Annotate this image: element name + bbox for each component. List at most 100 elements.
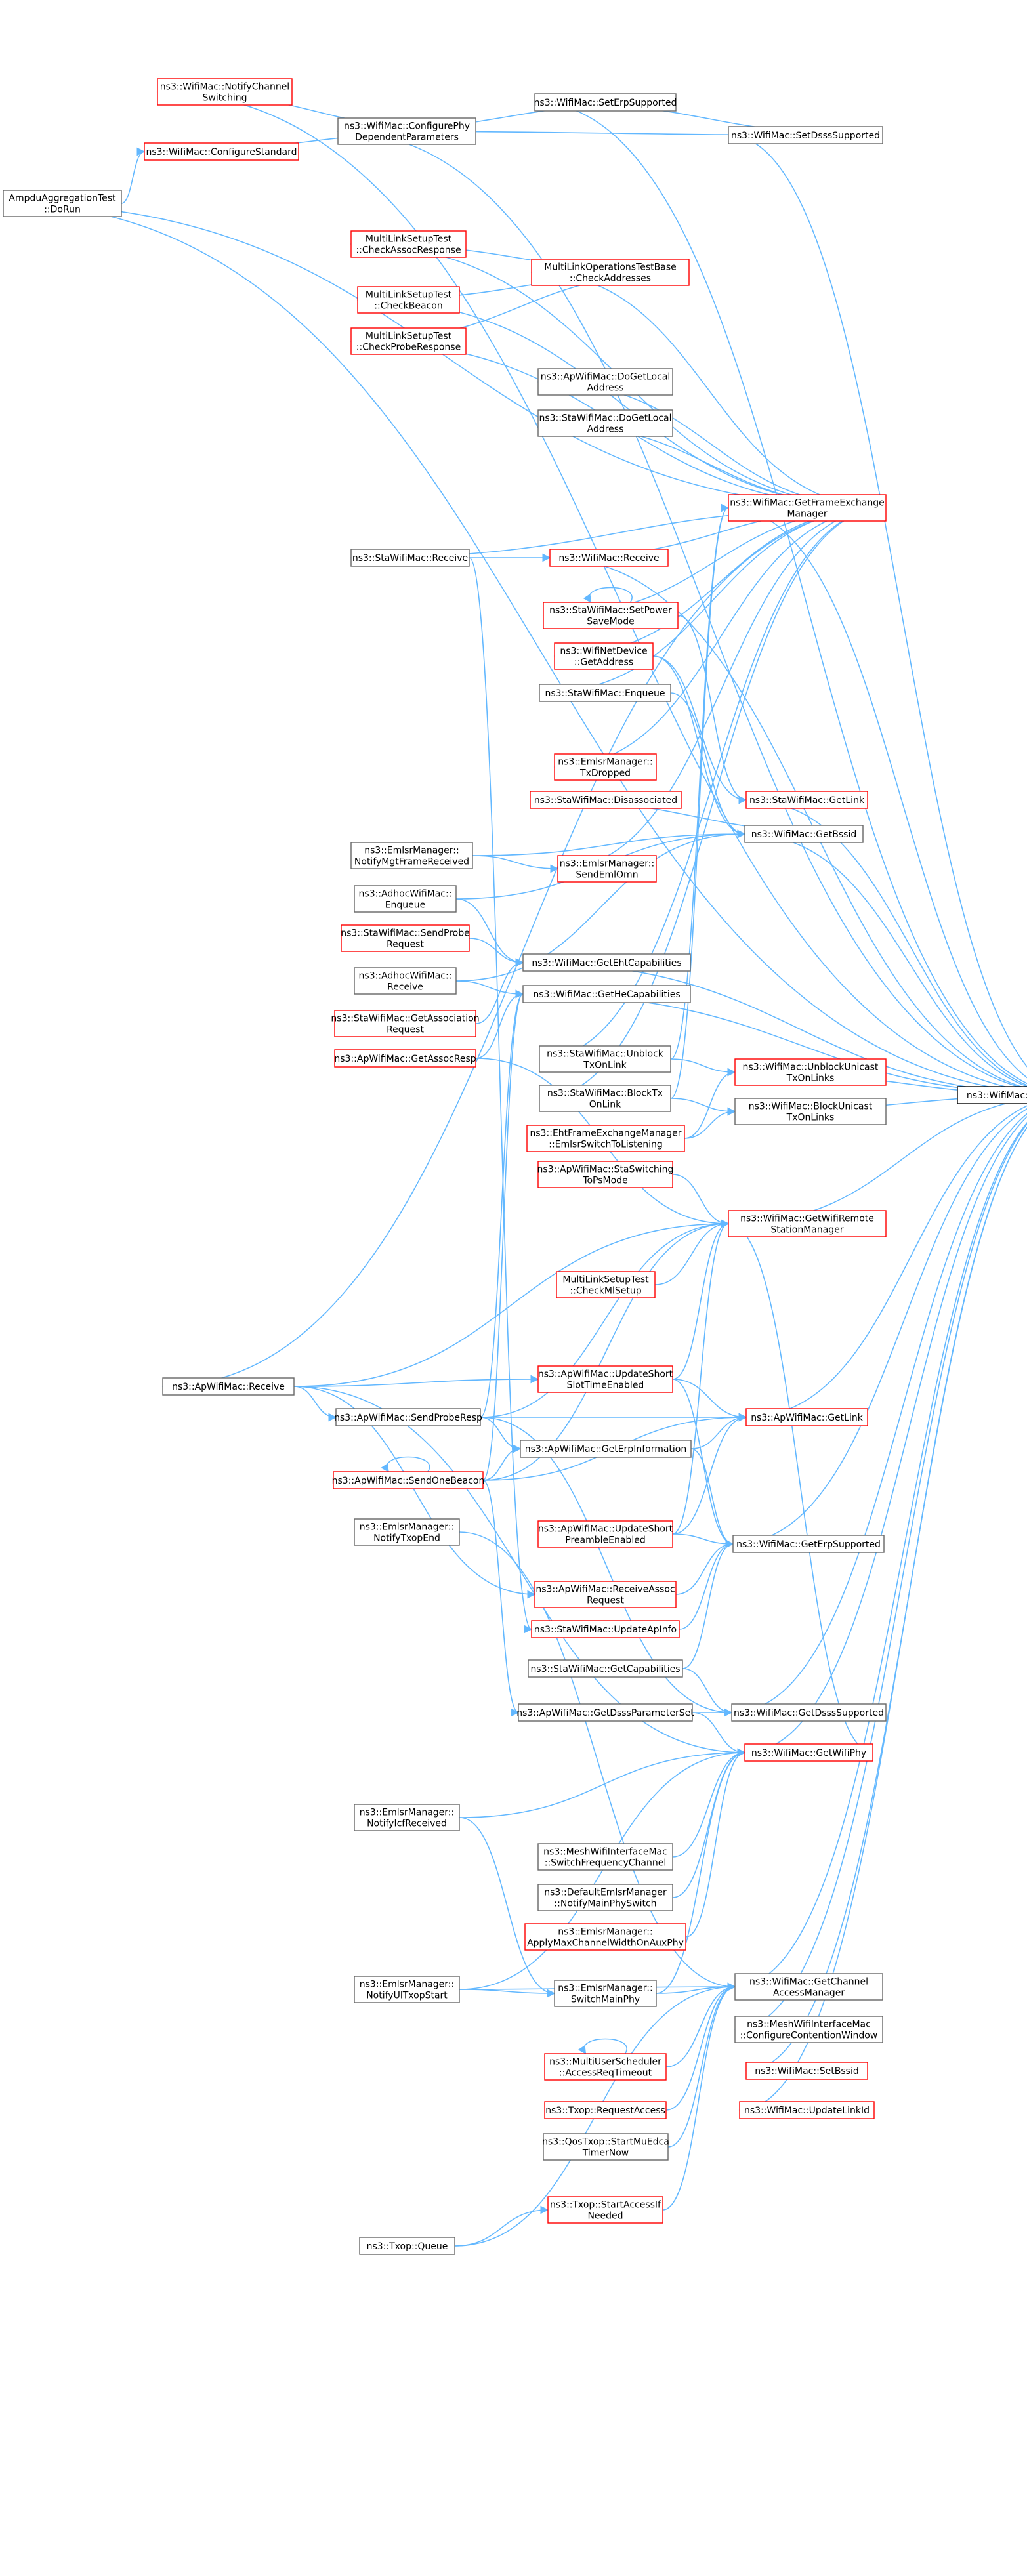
node-box[interactable]: [734, 1058, 887, 1086]
node-box[interactable]: [537, 1365, 673, 1393]
node-box[interactable]: [334, 1049, 476, 1068]
node-box[interactable]: [728, 126, 883, 144]
node-box[interactable]: [537, 1843, 673, 1871]
node-box[interactable]: [337, 117, 476, 145]
node-box[interactable]: [539, 1045, 671, 1073]
node-stagetlink[interactable]: ns3::StaWifiMac::GetLink: [745, 791, 868, 809]
node-box[interactable]: [518, 1703, 693, 1722]
node-box[interactable]: [534, 93, 677, 112]
node-getehtcapabilities[interactable]: ns3::WifiMac::GetEhtCapabilities: [522, 953, 691, 972]
node-box[interactable]: [528, 1659, 683, 1678]
node-box[interactable]: [554, 642, 654, 670]
node-getdssssupported[interactable]: ns3::WifiMac::GetDsssSupported: [731, 1703, 887, 1722]
node-box[interactable]: [728, 494, 887, 522]
node-emlsrswitchtolistening[interactable]: ns3::EhtFrameExchangeManager::EmlsrSwitc…: [526, 1125, 685, 1152]
node-box[interactable]: [734, 1098, 887, 1125]
node-box[interactable]: [354, 967, 457, 995]
node-sendemlomn[interactable]: ns3::EmlsrManager::SendEmlOmn: [557, 855, 657, 883]
node-box[interactable]: [537, 1884, 673, 1911]
node-box[interactable]: [157, 78, 293, 106]
node-apreceive[interactable]: ns3::ApWifiMac::Receive: [162, 1377, 295, 1396]
node-wifimacreceive[interactable]: ns3::WifiMac::Receive: [549, 549, 669, 567]
node-box[interactable]: [522, 985, 691, 1003]
node-checkassocresponse[interactable]: MultiLinkSetupTest::CheckAssocResponse: [350, 230, 467, 258]
node-box[interactable]: [357, 286, 460, 314]
node-notifymgtframereceived[interactable]: ns3::EmlsrManager::NotifyMgtFrameReceive…: [350, 842, 473, 869]
node-box[interactable]: [537, 1520, 673, 1548]
node-sendonebeacon[interactable]: ns3::ApWifiMac::SendOneBeacon: [332, 1471, 485, 1489]
node-box[interactable]: [745, 1408, 868, 1426]
node-geterpsupported[interactable]: ns3::WifiMac::GetErpSupported: [732, 1535, 885, 1553]
node-adhocreceive[interactable]: ns3::AdhocWifiMac::Receive: [354, 967, 457, 995]
node-getdsssparameterset[interactable]: ns3::ApWifiMac::GetDsssParameterSet: [516, 1703, 694, 1722]
node-box[interactable]: [957, 1086, 1027, 1104]
node-box[interactable]: [744, 1743, 873, 1762]
node-stareceive[interactable]: ns3::StaWifiMac::Receive: [350, 549, 470, 567]
node-sendproberesp[interactable]: ns3::ApWifiMac::SendProbeResp: [334, 1408, 482, 1426]
node-box[interactable]: [350, 327, 467, 355]
node-updatelinkid[interactable]: ns3::WifiMac::UpdateLinkId: [739, 2101, 875, 2119]
node-box[interactable]: [350, 230, 467, 258]
node-box[interactable]: [554, 753, 657, 781]
node-apgetlink[interactable]: ns3::ApWifiMac::GetLink: [745, 1408, 868, 1426]
node-box[interactable]: [537, 409, 673, 437]
node-box[interactable]: [350, 549, 470, 567]
node-box[interactable]: [734, 1973, 883, 2001]
node-setdssssupported[interactable]: ns3::WifiMac::SetDsssSupported: [728, 126, 883, 144]
node-box[interactable]: [734, 2016, 883, 2043]
node-box[interactable]: [728, 1210, 887, 1237]
node-box[interactable]: [144, 142, 299, 161]
node-txdropped[interactable]: ns3::EmlsrManager::TxDropped: [554, 753, 657, 781]
node-getbssid[interactable]: ns3::WifiMac::GetBssid: [744, 825, 864, 843]
node-box[interactable]: [531, 1620, 680, 1638]
node-updateapinfo[interactable]: ns3::StaWifiMac::UpdateApInfo: [531, 1620, 680, 1638]
node-box[interactable]: [745, 2062, 868, 2080]
node-box[interactable]: [557, 855, 657, 883]
node-txopqueue[interactable]: ns3::Txop::Queue: [359, 2237, 455, 2255]
node-box[interactable]: [333, 1471, 484, 1489]
node-getlink[interactable]: ns3::WifiMac::GetLink: [957, 1086, 1027, 1104]
node-getwifiremotestationmanager[interactable]: ns3::WifiMac::GetWifiRemoteStationManage…: [728, 1210, 887, 1237]
node-configurephy[interactable]: ns3::WifiMac::ConfigurePhyDependentParam…: [337, 117, 476, 145]
node-applymaxchannelwidth[interactable]: ns3::EmlsrManager::ApplyMaxChannelWidthO…: [524, 1923, 686, 1951]
node-box[interactable]: [731, 1703, 887, 1722]
node-box[interactable]: [350, 842, 473, 869]
node-box[interactable]: [3, 190, 122, 217]
node-box[interactable]: [537, 368, 673, 396]
node-accessreqtimeout[interactable]: ns3::MultiUserScheduler::AccessReqTimeou…: [544, 2053, 667, 2081]
node-updateshortpreamble[interactable]: ns3::ApWifiMac::UpdateShortPreambleEnabl…: [537, 1520, 673, 1548]
node-box[interactable]: [522, 953, 691, 972]
node-notifymainphyswitch[interactable]: ns3::DefaultEmlsrManager::NotifyMainPhyS…: [537, 1884, 673, 1911]
node-box[interactable]: [549, 549, 669, 567]
node-getwifiphy[interactable]: ns3::WifiMac::GetWifiPhy: [744, 1743, 873, 1762]
node-box[interactable]: [341, 924, 470, 952]
node-box[interactable]: [739, 2101, 875, 2119]
node-updateshortslottime[interactable]: ns3::ApWifiMac::UpdateShortSlotTimeEnabl…: [537, 1365, 673, 1393]
node-gethecapabilities[interactable]: ns3::WifiMac::GetHeCapabilities: [522, 985, 691, 1003]
node-box[interactable]: [543, 602, 679, 629]
node-box[interactable]: [334, 1010, 476, 1037]
node-box[interactable]: [554, 1980, 657, 2007]
node-box[interactable]: [531, 259, 690, 286]
node-configurestandard[interactable]: ns3::WifiMac::ConfigureStandard: [144, 142, 299, 161]
node-geterpinformation[interactable]: ns3::ApWifiMac::GetErpInformation: [520, 1440, 692, 1458]
node-box[interactable]: [335, 1408, 481, 1426]
node-box[interactable]: [556, 1271, 656, 1298]
node-box[interactable]: [544, 2053, 667, 2081]
node-seterpsupported[interactable]: ns3::WifiMac::SetErpSupported: [534, 93, 677, 112]
node-checkbeacon[interactable]: MultiLinkSetupTest::CheckBeacon: [357, 286, 460, 314]
